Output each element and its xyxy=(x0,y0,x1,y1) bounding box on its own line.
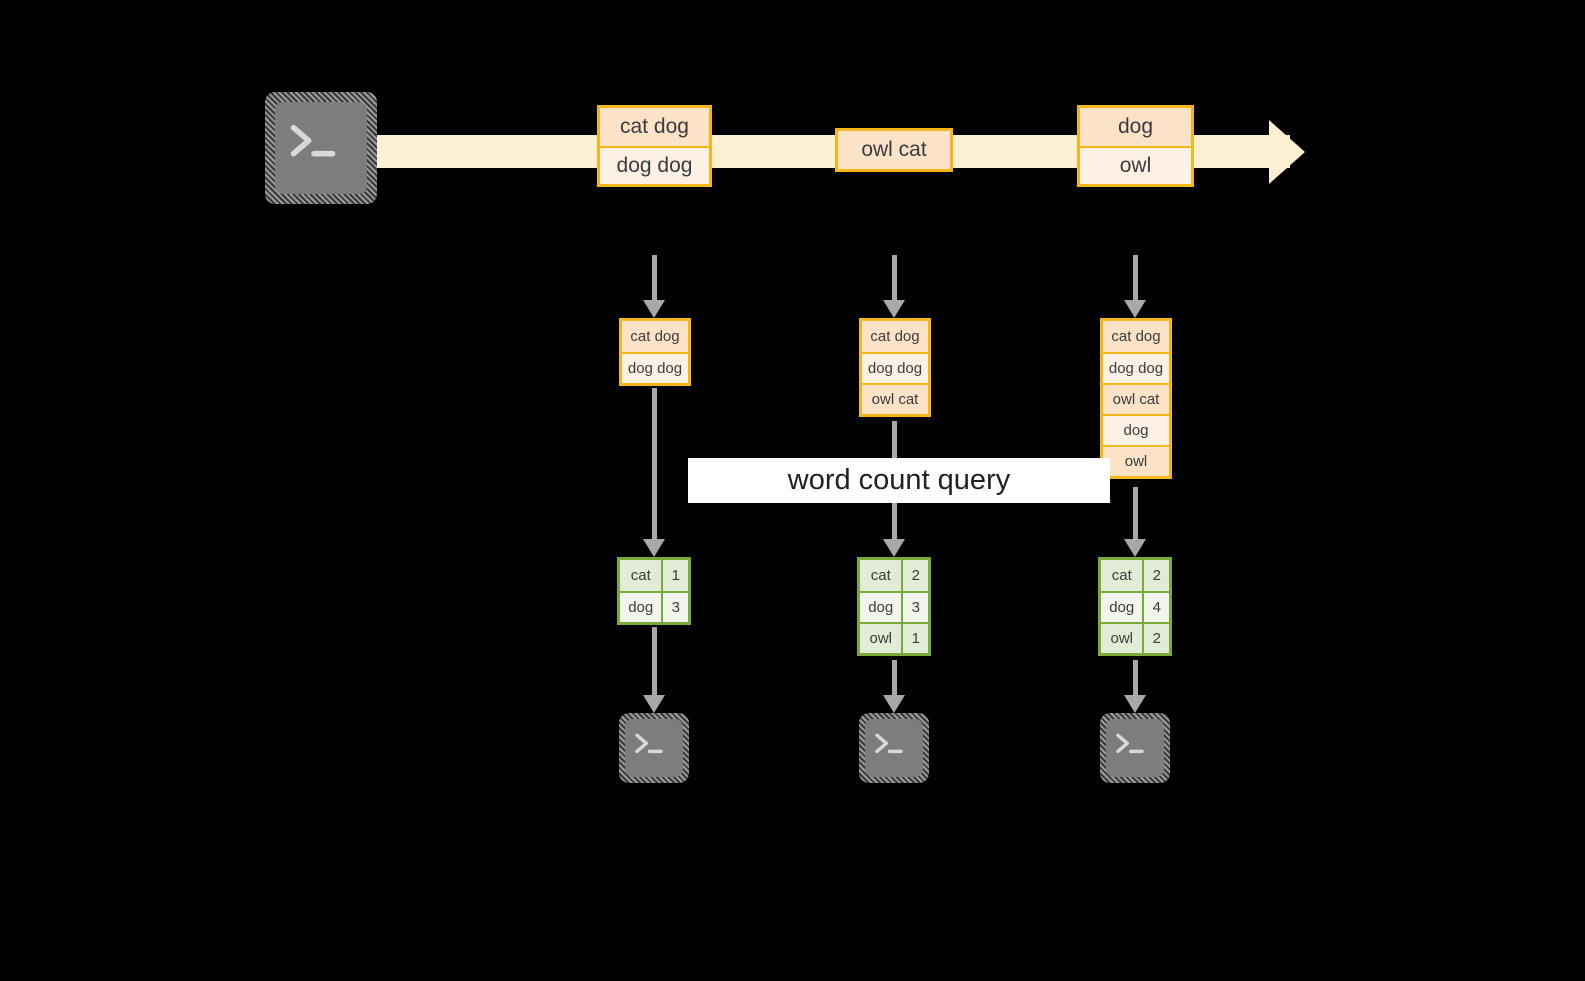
record-row: cat dog xyxy=(862,321,928,352)
connector-arrowhead xyxy=(1124,539,1146,557)
result-word-cell: dog xyxy=(1101,593,1145,622)
connector-arrowhead xyxy=(883,695,905,713)
connector-line xyxy=(892,255,897,302)
record-row: dog dog xyxy=(862,352,928,383)
result-count-cell: 1 xyxy=(903,624,928,653)
record-row: owl cat xyxy=(1103,383,1169,414)
connector-arrowhead xyxy=(1124,695,1146,713)
record-row: owl xyxy=(1103,445,1169,476)
record-row: dog dog xyxy=(600,146,709,184)
terminal-prompt-icon xyxy=(290,124,336,157)
sink-terminal-3 xyxy=(1100,713,1170,783)
connector-arrowhead xyxy=(643,300,665,318)
query-label: word count query xyxy=(688,458,1110,503)
source-terminal xyxy=(265,92,377,204)
connector-line xyxy=(652,255,657,302)
result-count-cell: 1 xyxy=(663,560,688,591)
terminal-screen xyxy=(1106,719,1164,777)
connector-arrowhead xyxy=(883,539,905,557)
connector-arrowhead xyxy=(1124,300,1146,318)
connector-line xyxy=(652,388,657,541)
terminal-screen xyxy=(275,102,367,194)
result-count-cell: 3 xyxy=(663,593,688,622)
result-word-cell: cat xyxy=(1101,560,1145,591)
terminal-prompt-icon xyxy=(875,733,903,754)
sink-terminal-2 xyxy=(859,713,929,783)
connector-line xyxy=(892,660,897,697)
connector-arrowhead xyxy=(883,300,905,318)
record-row: cat dog xyxy=(600,108,709,146)
connector-arrowhead xyxy=(643,539,665,557)
result-count-cell: 4 xyxy=(1144,593,1169,622)
connector-line xyxy=(652,627,657,697)
connector-line xyxy=(1133,487,1138,541)
record-row: dog xyxy=(1103,414,1169,445)
result-word-cell: cat xyxy=(620,560,664,591)
record-row: owl xyxy=(1080,146,1191,184)
terminal-screen xyxy=(865,719,923,777)
stream-arrow-head xyxy=(1269,119,1305,184)
result-count-cell: 2 xyxy=(1144,560,1169,591)
record-row: cat dog xyxy=(1103,321,1169,352)
record-row: owl cat xyxy=(838,131,950,169)
result-word-cell: cat xyxy=(860,560,904,591)
sink-terminal-1 xyxy=(619,713,689,783)
terminal-prompt-icon xyxy=(1116,733,1144,754)
result-count-cell: 2 xyxy=(1144,624,1169,653)
terminal-screen xyxy=(625,719,683,777)
stream-group-2[interactable]: owl cat xyxy=(835,128,953,172)
record-row: dog dog xyxy=(1103,352,1169,383)
result-word-cell: owl xyxy=(1101,624,1145,653)
record-row: owl cat xyxy=(862,383,928,414)
record-row: dog xyxy=(1080,108,1191,146)
result-word-cell: dog xyxy=(620,593,664,622)
connector-line xyxy=(1133,660,1138,697)
connector-arrowhead xyxy=(643,695,665,713)
record-row: dog dog xyxy=(622,352,688,383)
result-count-cell: 2 xyxy=(903,560,928,591)
result-count-cell: 3 xyxy=(903,593,928,622)
record-row: cat dog xyxy=(622,321,688,352)
terminal-prompt-icon xyxy=(635,733,663,754)
result-word-cell: dog xyxy=(860,593,904,622)
result-word-cell: owl xyxy=(860,624,904,653)
connector-line xyxy=(1133,255,1138,302)
